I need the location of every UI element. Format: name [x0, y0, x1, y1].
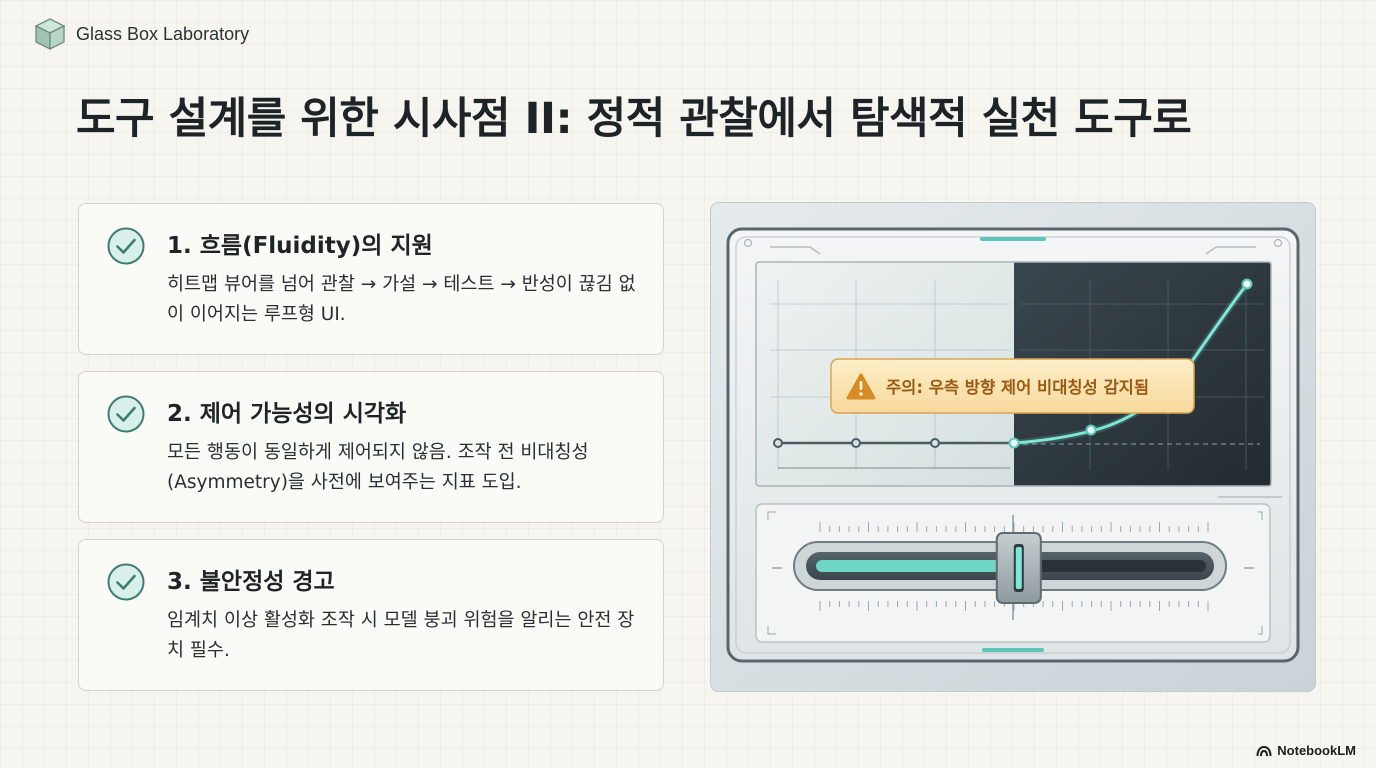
- footer-brand: NotebookLM: [1256, 743, 1356, 758]
- check-circle-icon: [107, 227, 145, 265]
- check-circle-icon: [107, 563, 145, 601]
- warning-banner: 주의: 우측 방향 제어 비대칭성 감지됨: [830, 358, 1195, 414]
- graph-point: [851, 438, 861, 448]
- card-heading: 3. 불안정성 경고: [167, 569, 335, 595]
- card-body: 임계치 이상 활성화 조작 시 모델 붕괴 위험을 알리는 안전 장치 필수.: [167, 610, 635, 661]
- card-body: 히트맵 뷰어를 넘어 관찰 → 가설 → 테스트 → 반성이 끊김 없이 이어지…: [167, 274, 636, 325]
- brand: Glass Box Laboratory: [34, 16, 249, 52]
- card-controllability: 2. 제어 가능성의 시각화 모든 행동이 동일하게 제어되지 않음. 조작 전…: [78, 371, 664, 523]
- slider-panel: [755, 503, 1271, 643]
- page-title: 도구 설계를 위한 시사점 II: 정적 관찰에서 탐색적 실천 도구로: [76, 94, 1192, 144]
- warning-triangle-icon: [846, 373, 876, 400]
- graph-point: [773, 438, 783, 448]
- slider-knob[interactable]: [995, 532, 1042, 604]
- control-panel-illustration: 주의: 우측 방향 제어 비대칭성 감지됨: [710, 202, 1316, 692]
- graph-point: [1241, 278, 1253, 290]
- footer-brand-name: NotebookLM: [1277, 743, 1356, 758]
- warning-text: 주의: 우측 방향 제어 비대칭성 감지됨: [886, 377, 1149, 397]
- card-instability-warning: 3. 불안정성 경고 임계치 이상 활성화 조작 시 모델 붕괴 위험을 알리는…: [78, 539, 664, 691]
- notebooklm-logo-icon: [1256, 745, 1272, 756]
- slider-fill: [816, 560, 1019, 572]
- card-body: 모든 행동이 동일하게 제어되지 않음. 조작 전 비대칭성(Asymmetry…: [167, 442, 589, 493]
- card-heading: 1. 흐름(Fluidity)의 지원: [167, 233, 433, 259]
- check-circle-icon: [107, 395, 145, 433]
- graph-point: [1008, 437, 1020, 449]
- card-fluidity: 1. 흐름(Fluidity)의 지원 히트맵 뷰어를 넘어 관찰 → 가설 →…: [78, 203, 664, 355]
- graph-point: [1085, 424, 1097, 436]
- glass-cube-icon: [34, 18, 66, 51]
- card-heading: 2. 제어 가능성의 시각화: [167, 401, 407, 427]
- graph-point: [930, 438, 940, 448]
- brand-name: Glass Box Laboratory: [76, 23, 250, 44]
